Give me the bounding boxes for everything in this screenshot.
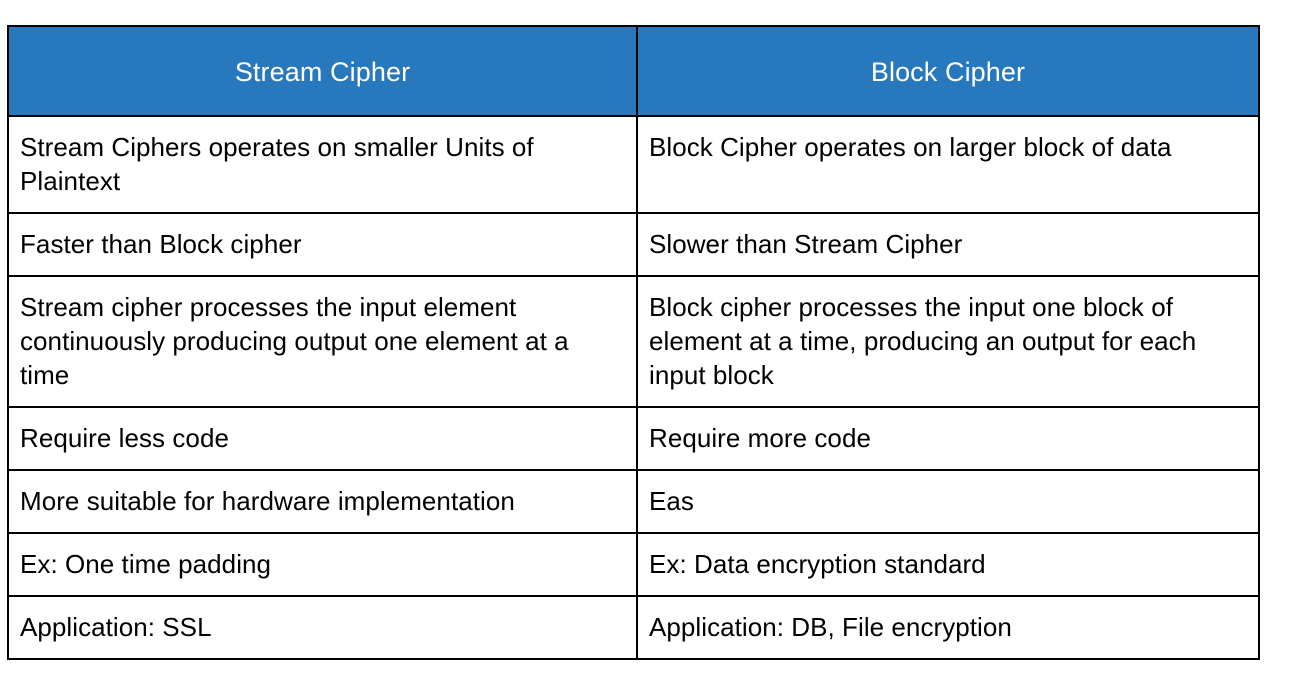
table-row: Application: SSL Application: DB, File e… [7, 595, 1260, 660]
table-cell-stream-5: More suitable for hardware implementatio… [7, 469, 638, 534]
table-row: Ex: One time padding Ex: Data encryption… [7, 532, 1260, 597]
table-cell-stream-4: Require less code [7, 406, 638, 471]
cell-text: Application: SSL [20, 612, 212, 642]
table-cell-block-2: Slower than Stream Cipher [636, 212, 1260, 277]
cell-text: Block Cipher operates on larger block of… [649, 132, 1172, 162]
cell-text: Stream Ciphers operates on smaller Units… [20, 132, 534, 196]
table-cell-block-5: Eas [636, 469, 1260, 534]
table-body: Stream Ciphers operates on smaller Units… [7, 115, 1260, 660]
table-cell-stream-7: Application: SSL [7, 595, 638, 660]
table-cell-stream-3: Stream cipher processes the input elemen… [7, 275, 638, 408]
table-cell-block-4: Require more code [636, 406, 1260, 471]
cipher-comparison-table: Stream Cipher Block Cipher Stream Cipher… [7, 25, 1260, 660]
table-row: More suitable for hardware implementatio… [7, 469, 1260, 534]
cell-text: Block cipher processes the input one blo… [649, 292, 1197, 390]
table-cell-block-3: Block cipher processes the input one blo… [636, 275, 1260, 408]
table-cell-block-1: Block Cipher operates on larger block of… [636, 115, 1260, 214]
cell-text: More suitable for hardware implementatio… [20, 486, 515, 516]
table-header-row: Stream Cipher Block Cipher [7, 25, 1260, 117]
cell-text: Ex: Data encryption standard [649, 549, 986, 579]
cell-text: Require more code [649, 423, 871, 453]
cell-text: Application: DB, File encryption [649, 612, 1012, 642]
table-header: Stream Cipher Block Cipher [7, 25, 1260, 117]
table-row: Stream Ciphers operates on smaller Units… [7, 115, 1260, 214]
table-row: Faster than Block cipher Slower than Str… [7, 212, 1260, 277]
table-row: Stream cipher processes the input elemen… [7, 275, 1260, 408]
column-header-block-cipher: Block Cipher [636, 25, 1260, 117]
table-row: Require less code Require more code [7, 406, 1260, 471]
cell-text: Stream cipher processes the input elemen… [20, 292, 569, 390]
cell-text: Slower than Stream Cipher [649, 229, 963, 259]
table-cell-stream-1: Stream Ciphers operates on smaller Units… [7, 115, 638, 214]
column-header-stream-cipher: Stream Cipher [7, 25, 638, 117]
cell-text: Require less code [20, 423, 229, 453]
cell-text: Faster than Block cipher [20, 229, 302, 259]
cell-text: Eas [649, 486, 694, 516]
table-cell-stream-2: Faster than Block cipher [7, 212, 638, 277]
table-cell-block-7: Application: DB, File encryption [636, 595, 1260, 660]
table-cell-block-6: Ex: Data encryption standard [636, 532, 1260, 597]
cell-text: Ex: One time padding [20, 549, 272, 579]
table-cell-stream-6: Ex: One time padding [7, 532, 638, 597]
